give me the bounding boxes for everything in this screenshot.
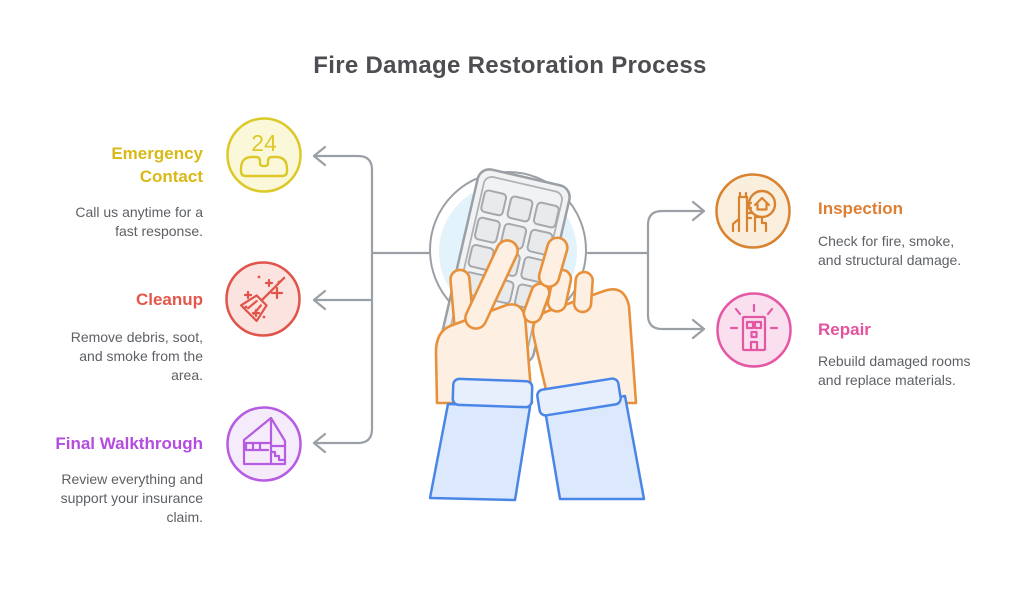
step-title-emergency-contact: Emergency Contact [111, 144, 203, 186]
right-sleeve [543, 394, 646, 501]
background-circle [429, 171, 587, 329]
step-desc-inspection: Check for fire, smoke, and structural da… [818, 233, 962, 268]
arrow-right-icon [691, 200, 706, 222]
step-desc-final-walkthrough: Review everything and support your insur… [60, 471, 203, 525]
left-cuff [451, 377, 534, 409]
left-sleeve [428, 402, 532, 502]
hands [434, 236, 638, 405]
arrow-left-icon [312, 145, 327, 167]
arrow-left-icon [312, 289, 327, 311]
building-shining-icon [716, 292, 792, 368]
sleeves [428, 377, 646, 502]
right-cuff [536, 377, 622, 417]
step-title-inspection: Inspection [818, 199, 904, 218]
broom-sparkles-icon [225, 261, 301, 337]
step-desc-cleanup: Remove debris, soot, and smoke from the … [70, 329, 203, 383]
house-cross-section-icon [226, 406, 302, 482]
left-hand [434, 268, 534, 405]
connector-right-trunk [646, 209, 706, 331]
step-desc-repair: Rebuild damaged rooms and replace materi… [818, 353, 971, 388]
arrow-right-icon [691, 318, 706, 340]
background-circle-fill [439, 183, 577, 321]
page-title: Fire Damage Restoration Process [313, 52, 707, 79]
thumb [537, 236, 569, 288]
connector-left-trunk [312, 154, 374, 445]
building-magnifier-icon [715, 173, 791, 249]
phone-24-icon: 24 [226, 117, 302, 193]
svg-text:24: 24 [251, 130, 277, 156]
index-finger [464, 239, 519, 330]
arrow-left-icon [312, 432, 327, 454]
step-title-cleanup: Cleanup [135, 290, 203, 309]
hands-dialing-phone-illustration [428, 168, 646, 502]
keypad-keys [461, 189, 560, 311]
phone-keypad [440, 168, 571, 365]
step-title-final-walkthrough: Final Walkthrough [55, 434, 203, 453]
step-title-repair: Repair [818, 320, 871, 339]
step-desc-emergency-contact: Call us anytime for a fast response. [75, 204, 203, 239]
right-hand [464, 236, 638, 405]
